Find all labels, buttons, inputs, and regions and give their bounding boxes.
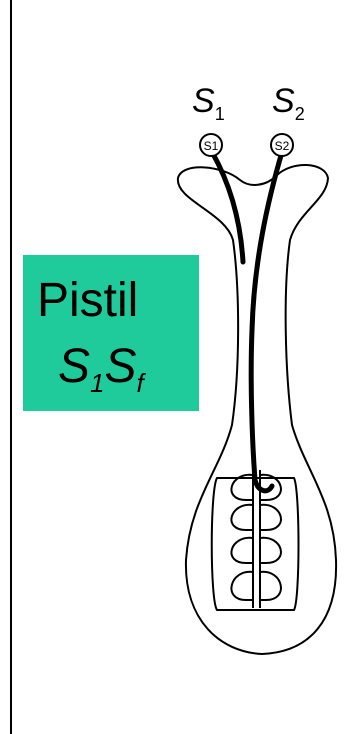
pollen-grain-s2-text: S2 bbox=[275, 139, 290, 153]
ovule-left-3 bbox=[231, 538, 253, 563]
pistil-outline bbox=[178, 165, 336, 654]
ovule-right-3 bbox=[260, 538, 281, 563]
ovule-left-4 bbox=[231, 572, 253, 600]
pollen-grain-s1-text: S1 bbox=[204, 139, 219, 153]
ovule-left-2 bbox=[231, 505, 253, 530]
ovary-chamber bbox=[212, 478, 299, 610]
ovule-right-4 bbox=[260, 572, 281, 600]
ovule-right-2 bbox=[260, 505, 281, 530]
pollen-tube-s2 bbox=[251, 152, 282, 491]
